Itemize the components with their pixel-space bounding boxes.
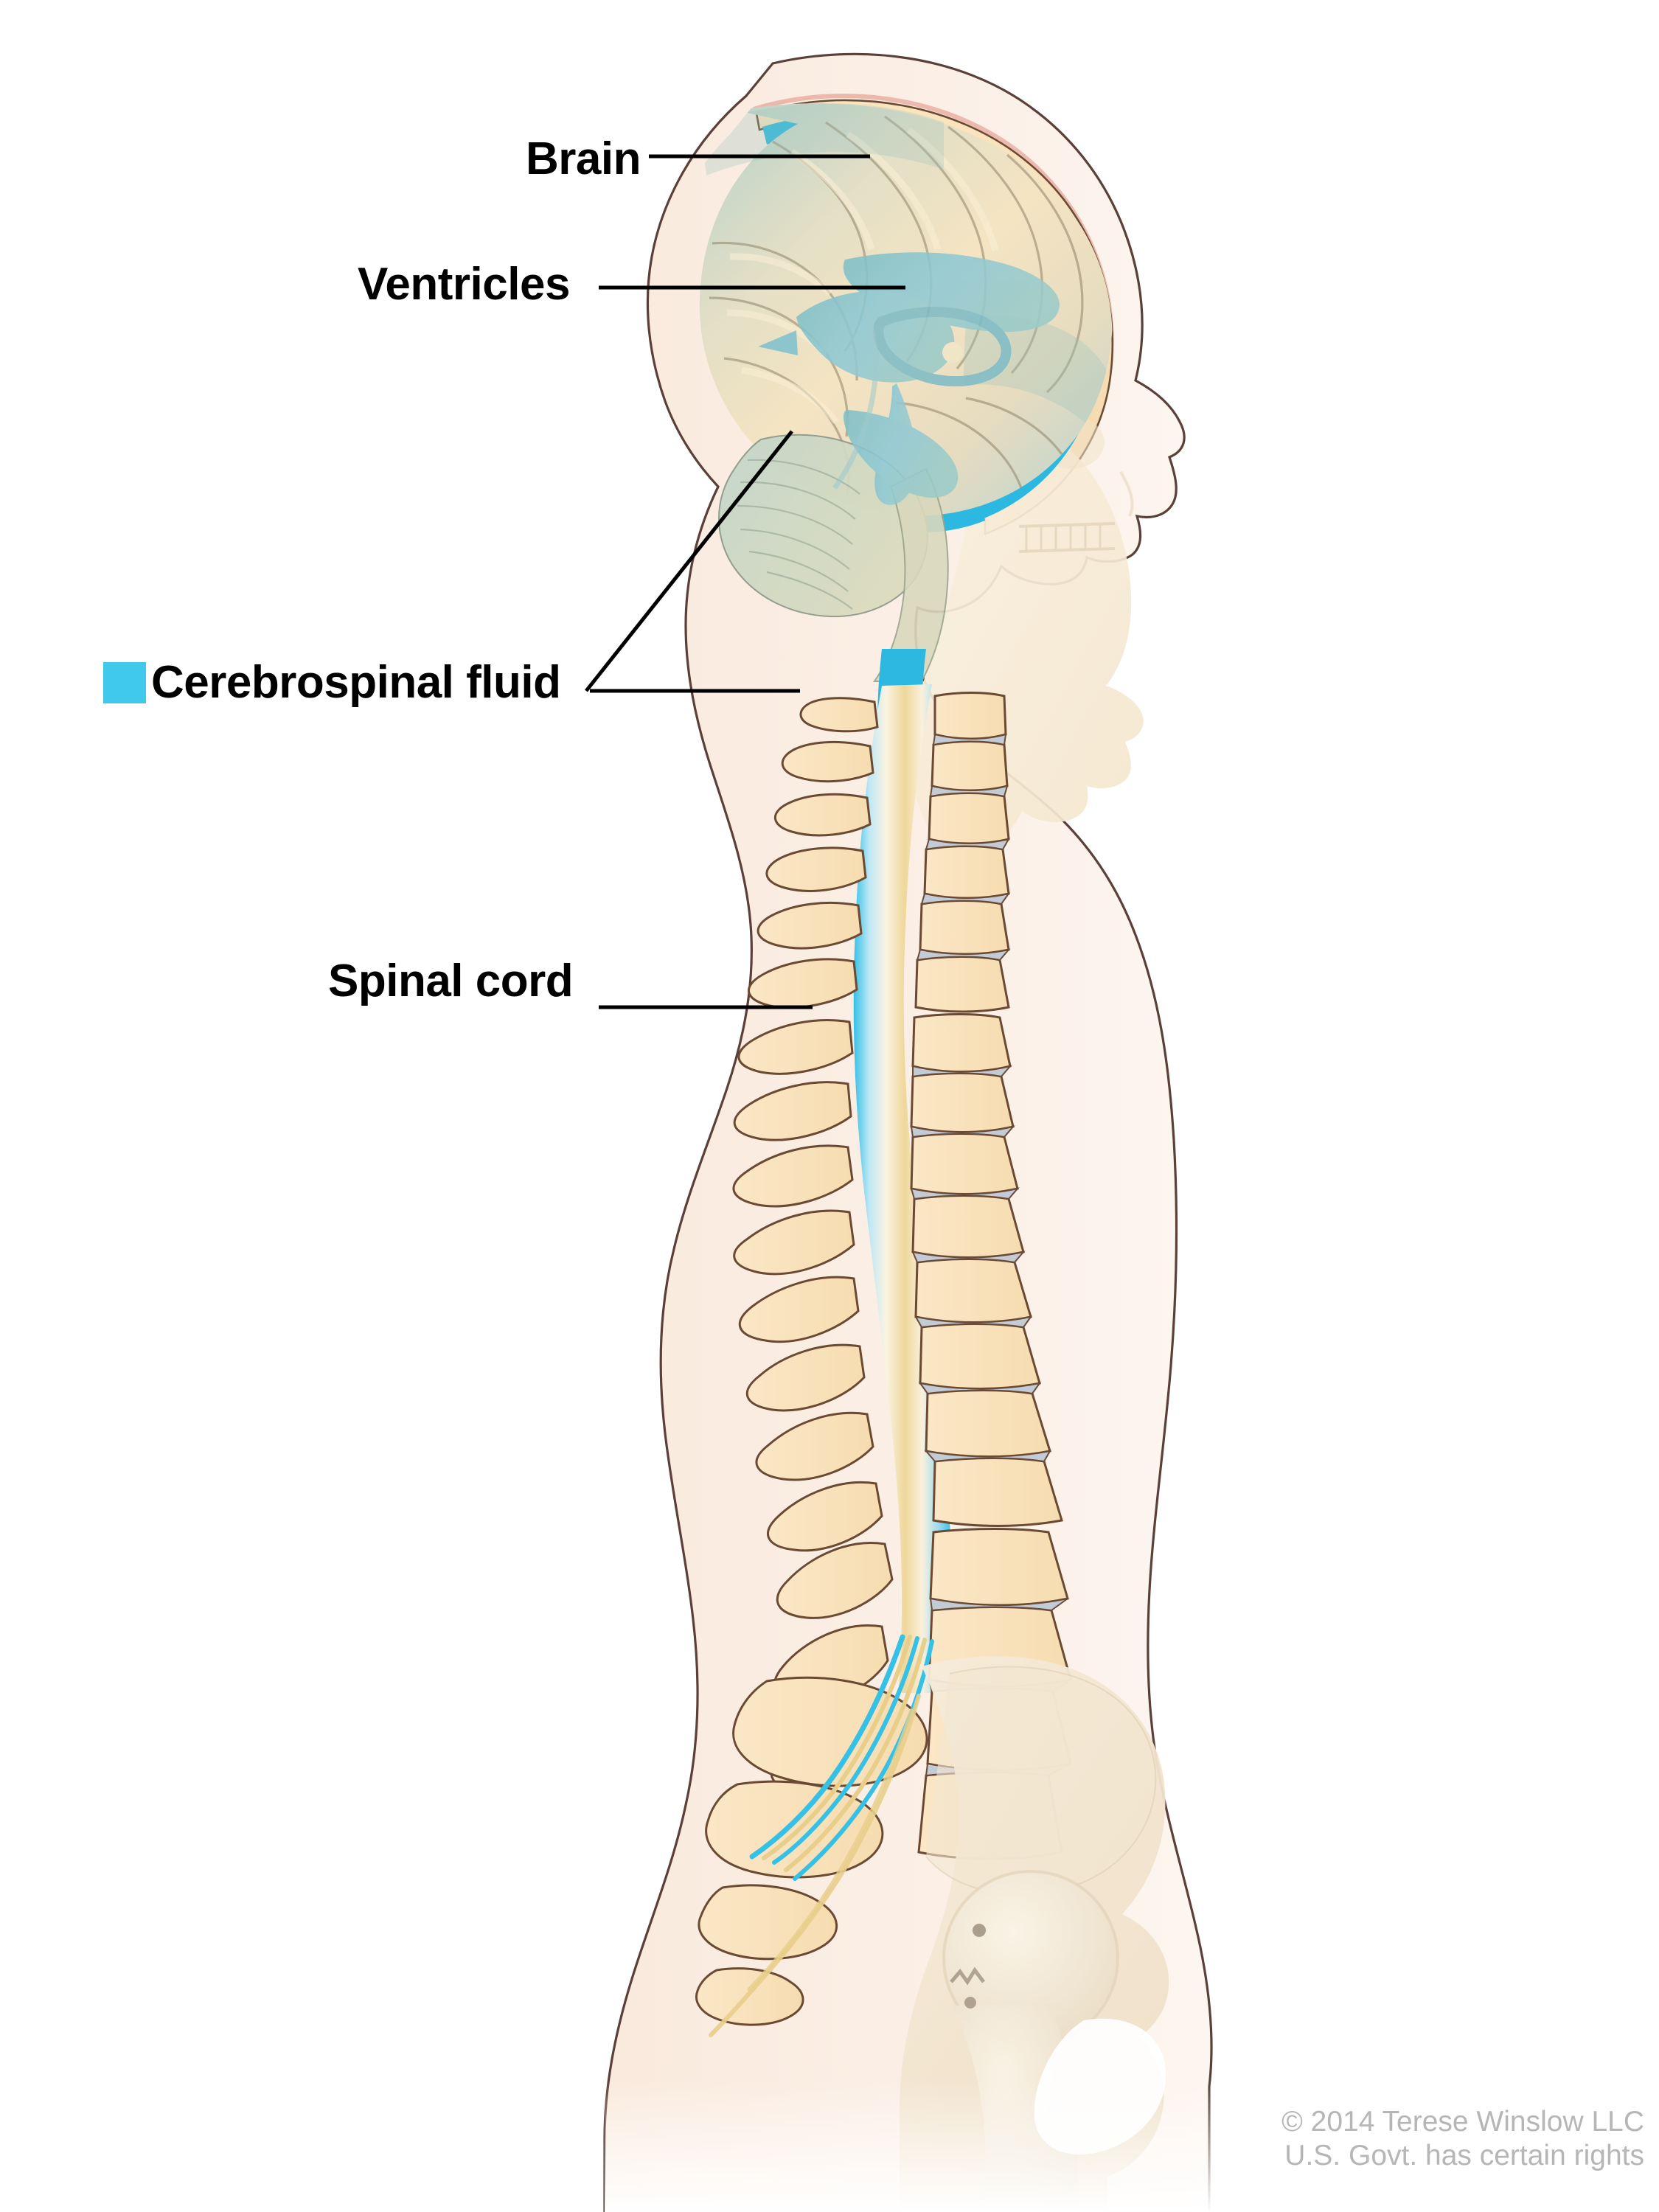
credit-line-2: U.S. Govt. has certain rights [1284, 2140, 1644, 2171]
leader-lines [585, 154, 905, 1009]
vertebra-body [928, 792, 1010, 845]
ventricle-tip [758, 330, 798, 355]
spinous-process [781, 740, 874, 783]
vertebral-column [695, 684, 1072, 2037]
lateral-ventricle [843, 252, 1060, 333]
credit-block: © 2014 Terese Winslow LLC U.S. Govt. has… [1202, 2105, 1644, 2173]
teeth [1018, 522, 1116, 553]
coccyx [695, 1967, 804, 2026]
bone-mark [973, 1924, 986, 1937]
vertebra-body [923, 845, 1010, 900]
cauda-equina [709, 1634, 934, 2037]
ventricle-horn [873, 307, 1012, 387]
label-spinal-cord: Spinal cord [328, 956, 574, 1006]
vertebra-body [931, 740, 1009, 792]
thoracic-discs [910, 1065, 1051, 1463]
intervertebral-discs [916, 733, 1011, 961]
pelvis-femur [605, 1656, 1268, 2212]
label-ventricles: Ventricles [358, 259, 570, 310]
credit-line-1: © 2014 Terese Winslow LLC [1281, 2106, 1644, 2138]
spinous-process [748, 958, 858, 1009]
spinous-process [757, 902, 863, 950]
vertebra-body [914, 956, 1010, 1013]
spinous-process [765, 846, 867, 892]
vertebra-body [933, 692, 1007, 740]
sacrum-coccyx [695, 1676, 928, 2026]
bottom-fade [605, 2079, 1268, 2212]
sacrum-lower [698, 1884, 838, 1961]
csf-color-swatch [103, 662, 146, 703]
ventricle-inferior-horn [843, 410, 959, 498]
spinous-process [773, 793, 872, 837]
spinous-process [799, 697, 879, 733]
label-cerebrospinal-fluid: Cerebrospinal fluid [151, 657, 561, 708]
bone-mark [950, 1966, 985, 1986]
csf-leader-cerebellum [585, 430, 793, 692]
ventricle-system [758, 252, 1060, 505]
femoral-head [944, 1871, 1118, 2045]
label-brain: Brain [526, 133, 641, 184]
aqueduct [832, 293, 878, 490]
ventricle-aperture [942, 342, 963, 363]
cerebellar-folia [737, 459, 860, 610]
bone-mark [964, 1997, 976, 2008]
vertebra-body [919, 900, 1010, 956]
nasal-line [1119, 470, 1134, 517]
